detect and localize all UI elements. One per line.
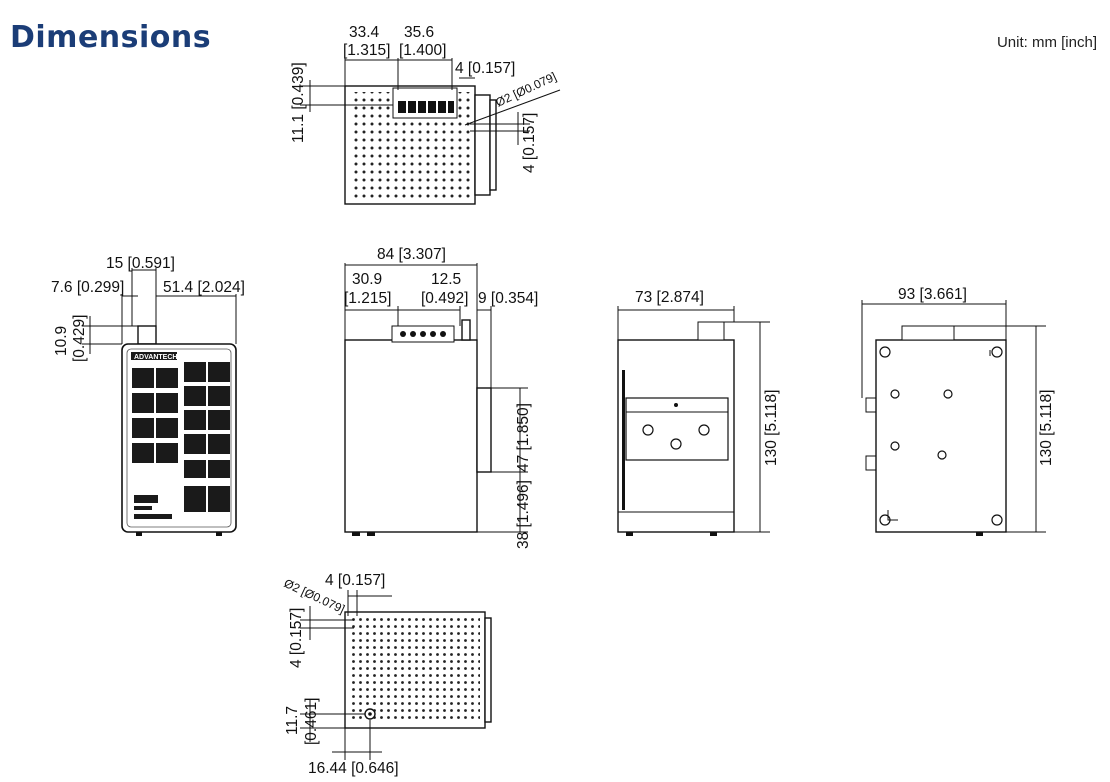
side-d1: 84 [3.307] [377, 246, 446, 263]
rear-view: 73 [2.874] 130 [5.118] [617, 289, 780, 536]
top-d1-mm: 33.4 [349, 24, 380, 41]
side-d3-mm: 12.5 [431, 271, 461, 288]
page-title: Dimensions [10, 20, 212, 55]
bottom-d3: 4 [0.157] [288, 608, 305, 668]
top-d2-mm: 35.6 [404, 24, 434, 41]
top-d1-in: [1.315] [343, 42, 390, 59]
front-d2: 7.6 [0.299] [51, 279, 124, 296]
side-d2-mm: 30.9 [352, 271, 382, 288]
front-brand: ADVANTECH [134, 354, 177, 361]
top-view: 33.4 [1.315] 35.6 [1.400] 4 [0.157] Ø2 [… [290, 24, 561, 205]
side2-d2: 130 [5.118] [1038, 390, 1055, 466]
front-view: ADVANTECH 15 [0.591] 7.6 [0.299] [51, 255, 245, 536]
bottom-d4-in: [0.461] [303, 698, 320, 745]
side-d3-in: [0.492] [421, 290, 468, 307]
side-d2-in: [1.215] [344, 290, 391, 307]
front-d1: 15 [0.591] [106, 255, 175, 272]
top-d6: 4 [0.157] [521, 113, 538, 173]
bottom-d1: 4 [0.157] [325, 572, 385, 589]
front-d4-mm: 10.9 [53, 326, 70, 356]
bottom-view: 4 [0.157] Ø2 [Ø0.079] 4 [0.157] 11.7 [0.… [282, 572, 492, 777]
side2-view: 93 [3.661] 130 [5.118] [861, 286, 1055, 536]
side-d4: 9 [0.354] [478, 290, 538, 307]
side2-d1: 93 [3.661] [898, 286, 967, 303]
top-d3: 4 [0.157] [455, 60, 515, 77]
side-d6: 38 [1.496] [515, 480, 532, 549]
front-d4-in: [0.429] [71, 315, 88, 362]
rear-d1: 73 [2.874] [635, 289, 704, 306]
side-view: 84 [3.307] 30.9 [1.215] 12.5 [0.492] 9 [… [344, 246, 538, 549]
front-d3: 51.4 [2.024] [163, 279, 245, 296]
top-d5: 11.1 [0.439] [290, 62, 307, 143]
bottom-d5: 16.44 [0.646] [308, 760, 399, 777]
rear-d2: 130 [5.118] [763, 390, 780, 466]
side-d5: 47 [1.850] [515, 403, 532, 472]
unit-label: Unit: mm [inch] [996, 34, 1097, 51]
top-d2-in: [1.400] [399, 42, 446, 59]
bottom-d4-mm: 11.7 [284, 706, 301, 735]
